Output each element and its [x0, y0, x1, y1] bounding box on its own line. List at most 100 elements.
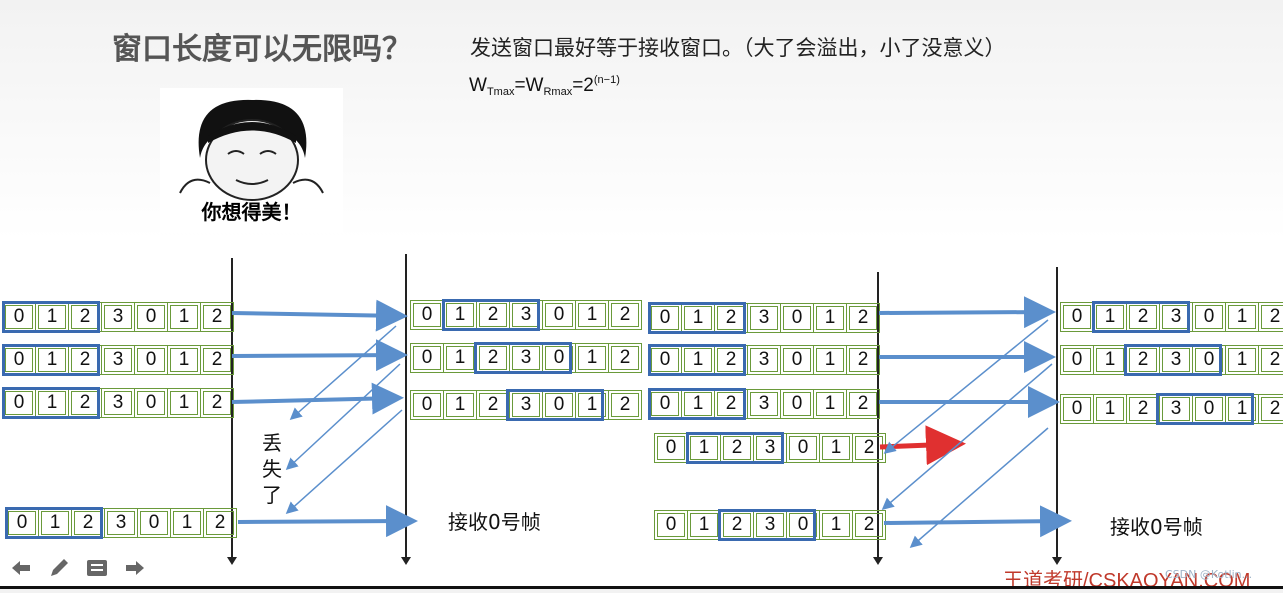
frame-number: 2: [608, 300, 642, 330]
frame-number: 2: [720, 433, 754, 463]
frame-number: 0: [134, 345, 168, 375]
window-box: [2, 387, 100, 419]
right-receive-label: 接收0号帧: [1110, 515, 1203, 539]
frame-number: 2: [200, 388, 234, 418]
frame-number: 1: [819, 510, 853, 540]
frame-number: 0: [542, 343, 576, 373]
frame-number: 0: [648, 303, 682, 333]
window-box: [1092, 301, 1190, 333]
ack-arrow: [289, 325, 397, 420]
frame-number: 2: [846, 345, 880, 375]
frame-number: 1: [1093, 394, 1127, 424]
frame-number: 2: [1126, 302, 1160, 332]
frame-number: 0: [1192, 302, 1226, 332]
frame-number: 1: [1225, 302, 1259, 332]
frame-number: 1: [687, 510, 721, 540]
frame-number: 1: [575, 390, 609, 420]
frame-number: 3: [747, 303, 781, 333]
frame-number: 3: [747, 389, 781, 419]
window-box: [718, 509, 816, 541]
frame-number: 1: [35, 345, 69, 375]
frame-number: 1: [1225, 345, 1259, 375]
frame-arrow: [883, 505, 1072, 538]
frame-number: 0: [5, 508, 39, 538]
frame-number: 2: [1258, 345, 1283, 375]
menu-icon[interactable]: [84, 556, 110, 580]
window-box: [686, 432, 784, 464]
frame-number: 0: [780, 345, 814, 375]
frame-number: 2: [1258, 394, 1283, 424]
frame-number: 2: [720, 510, 754, 540]
frame-number: 0: [2, 302, 36, 332]
window-box: [5, 507, 103, 539]
arrow-left-icon[interactable]: [8, 556, 34, 580]
frame-number: 2: [200, 302, 234, 332]
frame-number: 1: [170, 508, 204, 538]
frame-arrow: [231, 339, 408, 372]
timeline-sender-right: [873, 272, 883, 565]
meme-caption: 你想得美！: [201, 200, 302, 224]
window-box: [506, 389, 604, 421]
frame-arrow: [231, 382, 404, 415]
frame-number: 3: [753, 510, 787, 540]
frame-number: 1: [443, 390, 477, 420]
frame-number: 1: [167, 302, 201, 332]
window-box: [648, 344, 746, 376]
frame-number: 3: [509, 343, 543, 373]
frame-number: 1: [813, 389, 847, 419]
frame-arrow: [878, 296, 1056, 329]
ack-arrow: [883, 319, 1049, 454]
frame-number: 3: [101, 345, 135, 375]
frame-number: 0: [1060, 345, 1094, 375]
window-box: [442, 299, 540, 331]
ack-arrow: [285, 409, 403, 515]
frame-number: 3: [509, 390, 543, 420]
window-box: [648, 302, 746, 334]
frame-number: 2: [476, 343, 510, 373]
frame-number: 1: [819, 433, 853, 463]
frame-number: 0: [780, 303, 814, 333]
frame-number: 2: [608, 343, 642, 373]
lost-frame-arrow: [879, 425, 966, 466]
slide-subtitle: 发送窗口最好等于接收窗口。（大了会溢出，小了没意义）: [470, 36, 1006, 60]
pencil-icon[interactable]: [46, 556, 72, 580]
frame-number: 2: [608, 390, 642, 420]
window-box: [474, 342, 572, 374]
frame-number: 1: [443, 300, 477, 330]
frame-number: 0: [134, 388, 168, 418]
frame-number: 0: [1060, 302, 1094, 332]
frame-number: 1: [1225, 394, 1259, 424]
frame-number: 3: [747, 345, 781, 375]
window-box: [2, 301, 100, 333]
lost-label: 丢失了: [262, 431, 282, 507]
watermark: CSDN @Kotlin...: [1165, 568, 1253, 581]
arrow-right-icon[interactable]: [122, 556, 148, 580]
frame-number: 0: [780, 389, 814, 419]
ack-arrow: [909, 427, 1049, 548]
frame-number: 0: [786, 433, 820, 463]
frame-number: 1: [681, 389, 715, 419]
frame-number: 0: [648, 389, 682, 419]
frame-number: 1: [575, 300, 609, 330]
slide-title: 窗口长度可以无限吗？: [112, 32, 412, 67]
frame-number: 0: [410, 343, 444, 373]
frame-number: 2: [1126, 345, 1160, 375]
frame-number: 0: [1192, 394, 1226, 424]
frame-number: 1: [35, 302, 69, 332]
frame-number: 0: [1060, 394, 1094, 424]
frame-number: 0: [654, 510, 688, 540]
frame-number: 0: [134, 302, 168, 332]
bottom-bar: [0, 586, 1283, 589]
frame-number: 0: [2, 388, 36, 418]
frame-number: 0: [648, 345, 682, 375]
